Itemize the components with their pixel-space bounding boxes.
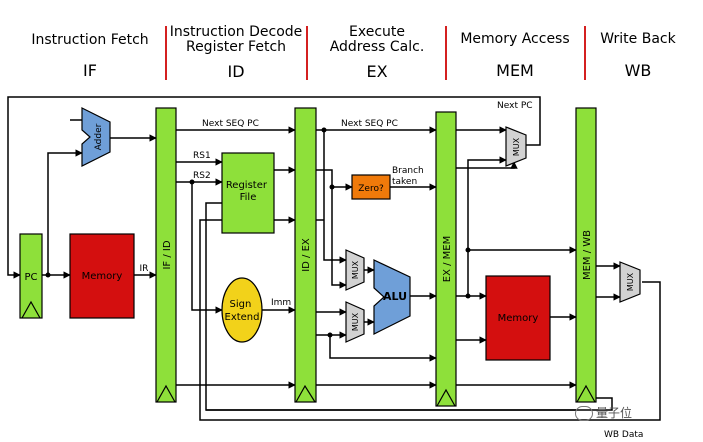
rs2-label: RS2 xyxy=(193,171,211,181)
wire-b-bypass xyxy=(329,335,437,362)
stage-wb-abbr: WB xyxy=(624,61,652,80)
stage-mem-name: Memory Access xyxy=(460,31,570,47)
wire-branch-to-mux xyxy=(456,161,518,169)
stage-ex-name: Execute Address Calc. xyxy=(329,24,425,55)
watermark-logo-icon xyxy=(575,406,593,421)
ex-mem-label: EX / MEM xyxy=(442,236,453,282)
watermark-text: 量子位 xyxy=(596,406,633,420)
wire-wb-reg-b xyxy=(199,219,661,421)
if-id-label: IF / ID xyxy=(162,240,173,269)
wire-seq-pc-to-mux xyxy=(323,130,347,264)
wire-alu-to-mux xyxy=(456,156,507,297)
register-file-line1: Register xyxy=(226,180,268,191)
branch-taken-line2: taken xyxy=(392,177,417,187)
id-ex-label: ID / EX xyxy=(301,238,312,272)
mux-next-pc-label: MUX xyxy=(512,137,521,156)
mux-alu-a-label: MUX xyxy=(351,260,360,279)
sign-extend-line1: Sign xyxy=(230,299,252,310)
junction-dots xyxy=(45,127,471,338)
id-ex-clock-icon xyxy=(295,384,316,403)
mux-write-back-label: MUX xyxy=(626,272,635,291)
stage-if-header: Instruction Fetch IF xyxy=(20,32,160,81)
wire-a-to-mux xyxy=(331,187,347,289)
wire-a-to-zero xyxy=(316,169,353,191)
ex-mem-register xyxy=(435,111,457,407)
mux-alu-b-label: MUX xyxy=(351,312,360,331)
instruction-memory-label: Memory xyxy=(82,271,123,282)
stage-id-abbr: ID xyxy=(227,62,245,81)
stage-wb-header: Write Back WB xyxy=(588,31,688,81)
zero-detect xyxy=(351,174,391,200)
id-ex-register xyxy=(294,107,317,403)
stage-if-name: Instruction Fetch xyxy=(31,32,149,48)
if-id-register xyxy=(155,107,177,403)
branch-taken-line1: Branch xyxy=(392,166,424,176)
if-id-clock-icon xyxy=(156,384,176,403)
register-file xyxy=(221,152,275,234)
wire-wb-dest xyxy=(206,397,613,411)
wb-data-label: WB Data xyxy=(604,430,643,440)
zero-detect-label: Zero? xyxy=(358,184,384,194)
next-seq-pc-label-1: Next SEQ PC xyxy=(202,119,259,129)
ir-label: IR xyxy=(140,264,149,274)
stage-mem-header: Memory Access MEM xyxy=(448,31,582,81)
mux-alu-b xyxy=(345,301,365,343)
wires xyxy=(7,96,661,421)
stage-mem-abbr: MEM xyxy=(496,61,534,80)
stage-id-header: Instruction Decode Register Fetch ID xyxy=(168,24,304,82)
ex-mem-clock-icon xyxy=(436,388,456,407)
data-memory xyxy=(485,275,551,361)
stage-if-abbr: IF xyxy=(83,61,97,80)
stage-ex-header: Execute Address Calc. EX xyxy=(310,24,444,82)
mux-next-pc xyxy=(505,126,527,167)
alu-block xyxy=(373,259,411,335)
imm-label: Imm xyxy=(271,298,291,308)
watermark: 量子位 xyxy=(575,404,632,421)
sign-extend xyxy=(221,277,263,343)
rs1-label: RS1 xyxy=(193,151,211,161)
wire-next-pc-loop xyxy=(7,96,541,279)
mux-write-back xyxy=(619,261,641,303)
pc-label: PC xyxy=(24,272,37,283)
mem-wb-register xyxy=(575,107,597,403)
next-seq-pc-label-2: Next SEQ PC xyxy=(341,119,398,129)
stage-ex-abbr: EX xyxy=(366,62,388,81)
stage-id-name: Instruction Decode Register Fetch xyxy=(169,24,303,55)
register-file-line2: File xyxy=(240,192,257,203)
adder-block xyxy=(81,107,111,167)
wire-ir-to-sign xyxy=(191,182,223,314)
sign-extend-line2: Extend xyxy=(225,312,260,323)
instruction-memory xyxy=(69,233,135,319)
sign-extend-label: Sign Extend xyxy=(225,299,260,323)
stage-dividers xyxy=(165,26,586,80)
mem-wb-clock-icon xyxy=(576,384,596,403)
register-file-label: Register File xyxy=(226,180,270,203)
adder-label: Adder xyxy=(94,123,104,150)
branch-taken-label: Branch taken xyxy=(392,166,427,187)
stage-wb-name: Write Back xyxy=(600,31,676,47)
pc-register xyxy=(19,233,43,319)
mux-alu-a xyxy=(345,249,365,291)
next-pc-label: Next PC xyxy=(497,101,533,111)
mem-wb-label: MEM / WB xyxy=(582,230,593,280)
pc-clock-icon xyxy=(21,300,41,319)
alu-label: ALU xyxy=(383,290,407,303)
data-memory-label: Memory xyxy=(498,313,539,324)
wire-pc-to-adder xyxy=(47,149,83,275)
